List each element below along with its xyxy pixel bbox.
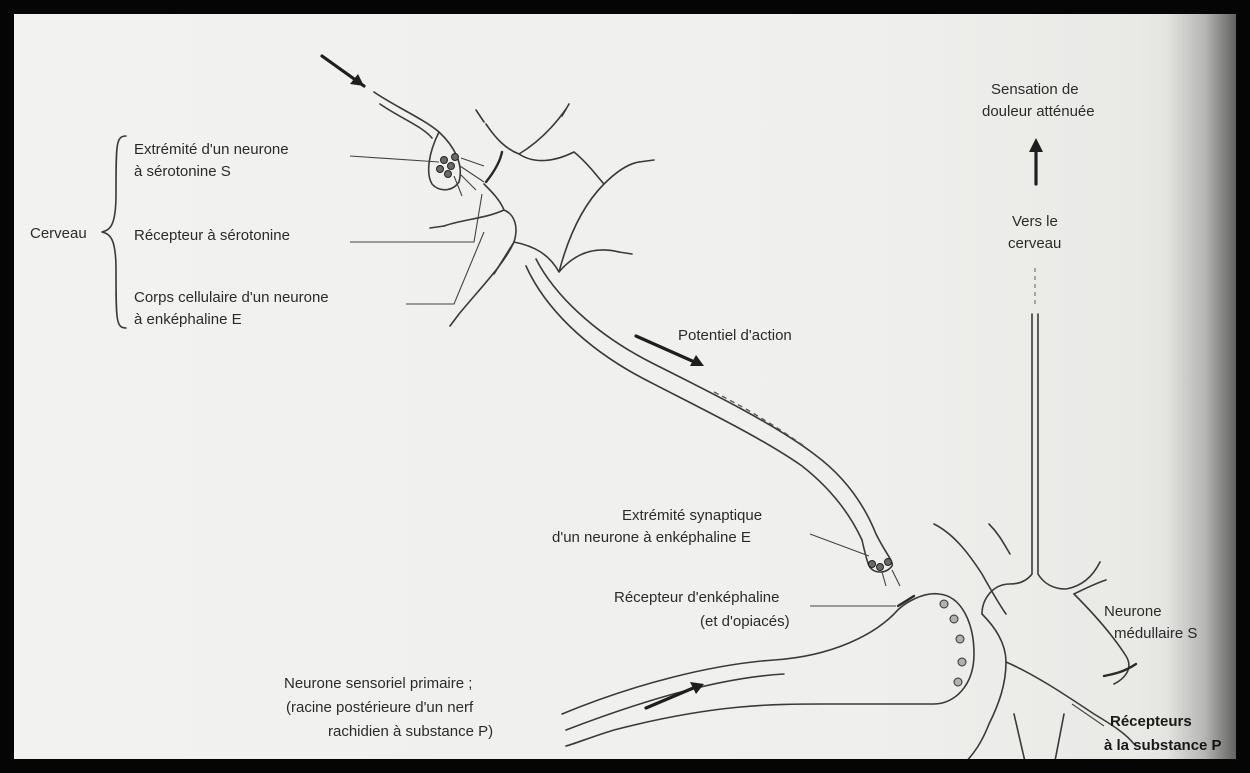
label-cell-body-line1: Corps cellulaire d'un neurone: [134, 289, 329, 306]
label-to-brain-line1: Vers le: [1012, 213, 1058, 230]
enkephalin-terminal: [810, 534, 900, 586]
serotonin-receptor: [486, 152, 502, 182]
neuron-diagram: Cerveau Extrémité d'un neurone à séroton…: [14, 14, 1250, 773]
label-sensory-neuron-line3: rachidien à substance P): [328, 723, 493, 740]
page-edge-shadow: [1166, 14, 1236, 759]
label-to-brain-line2: cerveau: [1008, 235, 1061, 252]
label-medullary-line1: Neurone: [1104, 603, 1162, 620]
label-serotonin-terminal-line1: Extrémité d'un neurone: [134, 141, 289, 158]
label-sensory-neuron-line1: Neurone sensoriel primaire ;: [284, 675, 472, 692]
label-serotonin-terminal-line2: à sérotonine S: [134, 163, 231, 180]
label-sensory-neuron-line2: (racine postérieure d'un nerf: [286, 699, 474, 716]
label-sensation-line1: Sensation de: [991, 81, 1079, 98]
serotonin-terminal: [322, 56, 484, 196]
label-enkephalin-terminal-line2: d'un neurone à enképhaline E: [552, 529, 751, 546]
upper-neuron-body: [430, 104, 876, 540]
brain-bracket: [102, 136, 126, 328]
label-cell-body-line2: à enképhaline E: [134, 311, 242, 328]
label-enkephalin-receptor-line2: (et d'opiacés): [700, 613, 790, 630]
label-sensation-line2: douleur atténuée: [982, 103, 1095, 120]
label-action-potential: Potentiel d'action: [678, 327, 792, 344]
label-serotonin-receptor: Récepteur à sérotonine: [134, 227, 290, 244]
medullary-neuron: [934, 138, 1136, 766]
label-enkephalin-terminal-line1: Extrémité synaptique: [622, 507, 762, 524]
label-cerveau: Cerveau: [30, 225, 87, 242]
sensory-arrow: [646, 686, 698, 708]
label-enkephalin-receptor-line1: Récepteur d'enképhaline: [614, 589, 779, 606]
